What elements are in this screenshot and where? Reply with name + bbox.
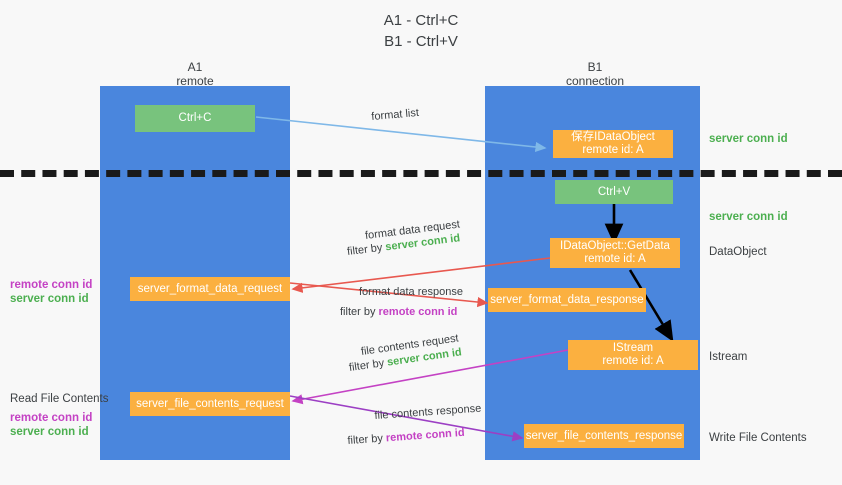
caption-file-contents-request-filter-prefix: filter by: [348, 356, 389, 375]
box-server-file-contents-response[interactable]: server_file_contents_response: [524, 424, 684, 448]
side-label-write-file-contents: Write File Contents: [709, 432, 807, 444]
column-header-b1: B1 connection: [540, 60, 650, 88]
column-header-a1-sub: remote: [176, 74, 214, 88]
column-header-a1: A1 remote: [140, 60, 250, 88]
caption-file-contents-response-filter-value: remote conn id: [385, 426, 466, 445]
box-istream-line2: remote id: A: [602, 355, 664, 367]
column-header-b1-sub: connection: [565, 74, 625, 88]
box-idataobject-getdata-line2: remote id: A: [584, 253, 646, 265]
box-server-format-data-response-label: server_format_data_response: [490, 293, 644, 306]
box-ctrl-c-label: Ctrl+C: [178, 112, 212, 124]
caption-format-list: format list: [370, 106, 420, 124]
title-line-1: A1 - Ctrl+C: [383, 12, 459, 29]
column-header-b1-name: B1: [587, 60, 603, 74]
box-ctrl-v[interactable]: Ctrl+V: [555, 180, 673, 204]
caption-format-data-response-filter-prefix: filter by: [340, 306, 379, 318]
caption-file-contents-response: file contents response: [374, 402, 482, 423]
box-ctrl-c[interactable]: Ctrl+C: [135, 105, 255, 132]
side-label-remote-conn-id-bottom: remote conn id: [10, 412, 93, 424]
clipboard-boundary-divider: [0, 170, 842, 177]
box-istream-line1: IStream: [612, 342, 654, 354]
side-label-server-conn-id-left-mid: server conn id: [10, 293, 89, 305]
caption-format-data-response-filter-value: remote conn id: [378, 306, 458, 318]
box-save-idataobject-line1: 保存IDataObject: [571, 131, 655, 143]
box-server-format-data-request-label: server_format_data_request: [137, 282, 283, 295]
box-save-idataobject[interactable]: 保存IDataObject remote id: A: [553, 130, 673, 158]
page-title: A1 - Ctrl+C B1 - Ctrl+V: [0, 10, 842, 52]
box-server-format-data-request[interactable]: server_format_data_request: [130, 277, 290, 301]
box-istream[interactable]: IStream remote id: A: [568, 340, 698, 370]
side-label-istream: Istream: [709, 351, 748, 363]
side-label-remote-conn-id-mid: remote conn id: [10, 279, 93, 291]
box-ctrl-v-label: Ctrl+V: [597, 185, 631, 198]
caption-format-data-request-filter-prefix: filter by: [346, 241, 387, 259]
side-label-dataobject: DataObject: [709, 246, 767, 258]
box-server-file-contents-response-label: server_file_contents_response: [525, 429, 683, 442]
box-server-file-contents-request[interactable]: server_file_contents_request: [130, 392, 290, 416]
side-label-server-conn-id-mid: server conn id: [709, 211, 788, 223]
side-label-server-conn-id-top: server conn id: [709, 133, 788, 145]
box-idataobject-getdata[interactable]: IDataObject::GetData remote id: A: [550, 238, 680, 268]
box-server-file-contents-request-label: server_file_contents_request: [136, 397, 284, 410]
side-label-read-file-contents: Read File Contents: [10, 393, 109, 405]
box-idataobject-getdata-line1: IDataObject::GetData: [560, 240, 670, 252]
caption-format-data-response: format data response: [359, 286, 463, 298]
box-save-idataobject-line2: remote id: A: [582, 144, 644, 156]
caption-format-data-response-filter: filter by remote conn id: [340, 305, 457, 319]
caption-file-contents-response-filter: filter by remote conn id: [347, 426, 465, 448]
title-line-2: B1 - Ctrl+V: [384, 33, 458, 50]
side-label-server-conn-id-bottom: server conn id: [10, 426, 89, 438]
box-server-format-data-response[interactable]: server_format_data_response: [488, 288, 646, 312]
caption-file-contents-response-filter-prefix: filter by: [347, 432, 387, 448]
column-header-a1-name: A1: [187, 60, 203, 74]
